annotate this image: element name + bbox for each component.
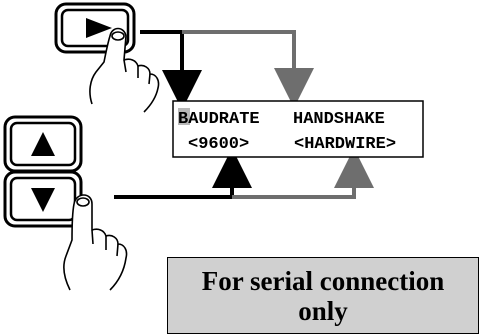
arrow-down-to-baud-value [114,148,252,199]
display-label-handshake: HANDSHAKE [293,110,385,129]
display-value-baudrate: <9600> [188,135,249,154]
down-button[interactable] [3,170,83,228]
up-button[interactable] [3,115,83,173]
hand-icon-bottom [63,194,128,291]
hand-icon-top [89,27,160,113]
arrow-down-to-handshake-value [232,148,374,199]
arrow-right-to-handshake [182,30,314,108]
display-value-handshake: <HARDWIRE> [294,135,396,154]
play-right-triangle-icon [86,18,112,38]
up-triangle-icon [31,132,55,156]
display-label-baudrate: BAUDRATE [178,110,260,129]
down-triangle-icon [31,188,55,212]
serial-note-box: For serial connection only [167,257,479,334]
note-line-1: For serial connection [201,265,445,296]
lcd-display: BAUDRATE HANDSHAKE <9600> <HARDWIRE> [172,100,424,158]
display-cursor [178,108,190,125]
note-line-2: only [298,295,348,326]
